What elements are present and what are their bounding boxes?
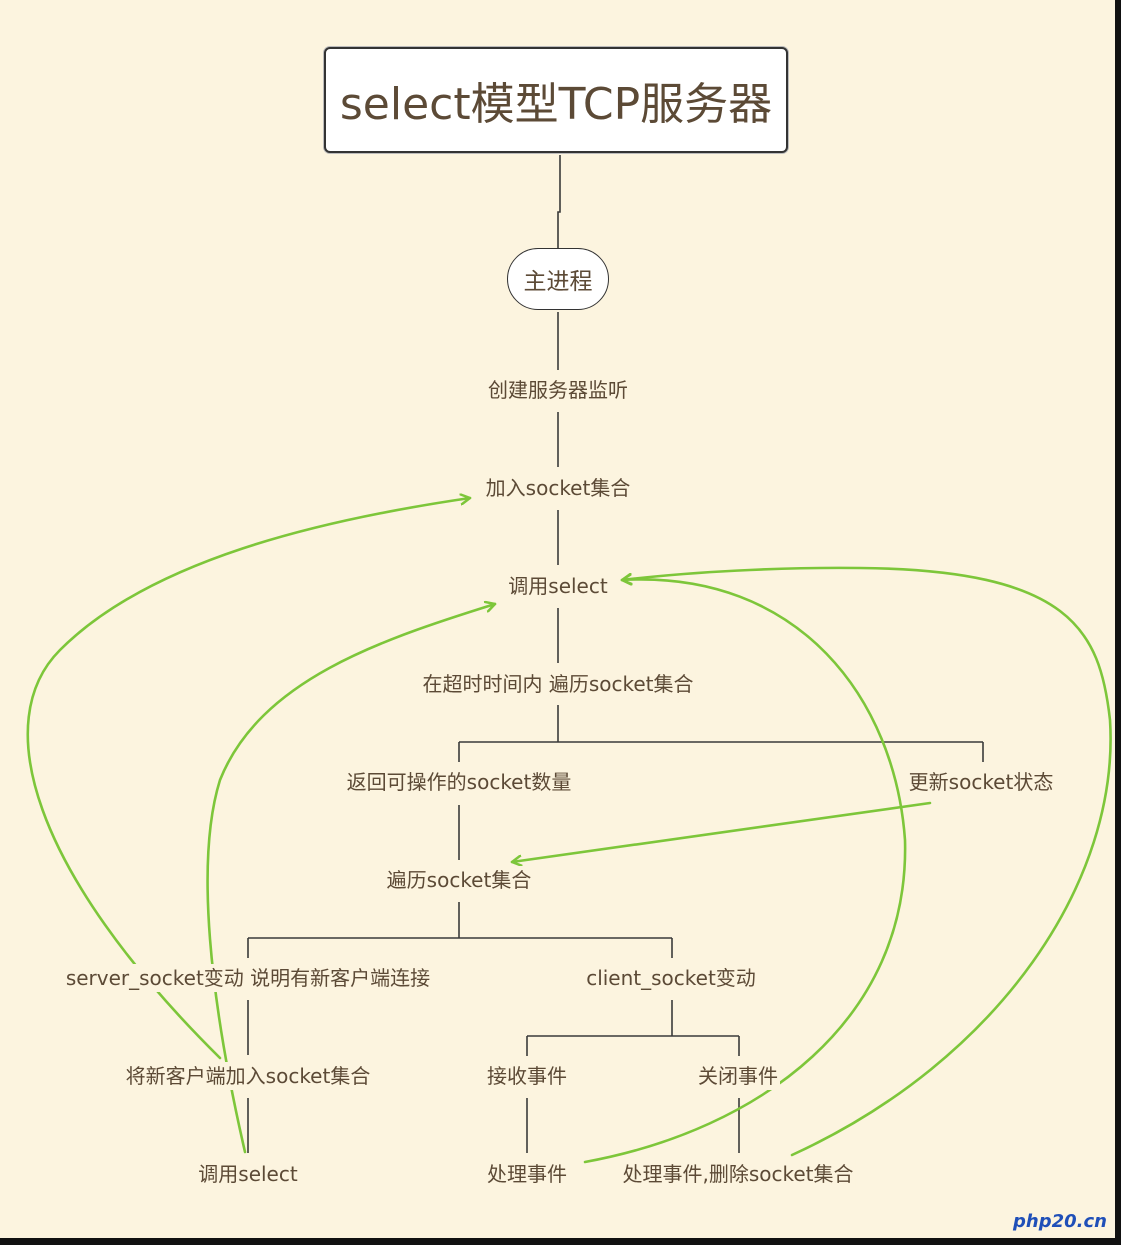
arrow-to-traverse-set	[510, 801, 932, 862]
node-traverse-timeout[interactable]: 在超时时间内 遍历socket集合	[420, 670, 696, 698]
main-process-node[interactable]: 主进程	[507, 248, 609, 310]
tree-lines	[247, 155, 984, 1153]
node-server-socket-change[interactable]: server_socket变动 说明有新客户端连接	[63, 964, 433, 992]
arrow-to-call-select-a	[206, 604, 497, 1154]
root-topic[interactable]: select模型TCP服务器	[324, 47, 788, 153]
node-handle-event[interactable]: 处理事件	[485, 1160, 569, 1188]
watermark: php20.cn	[1013, 1211, 1107, 1232]
arrow-to-add-set	[26, 498, 472, 1060]
frame-edge-bottom	[0, 1238, 1121, 1245]
node-add-socket-set[interactable]: 加入socket集合	[483, 474, 633, 502]
node-close-event[interactable]: 关闭事件	[696, 1062, 780, 1090]
node-recv-event[interactable]: 接收事件	[485, 1062, 569, 1090]
node-create-listen[interactable]: 创建服务器监听	[486, 376, 630, 404]
node-call-select-2[interactable]: 调用select	[196, 1160, 300, 1188]
arrow-to-call-select-b	[583, 579, 907, 1164]
arrow-to-call-select-c	[620, 566, 1112, 1157]
node-return-count[interactable]: 返回可操作的socket数量	[344, 768, 574, 796]
relation-arrows	[26, 498, 1112, 1164]
root-title: select模型TCP服务器	[339, 79, 773, 130]
node-call-select[interactable]: 调用select	[506, 572, 610, 600]
node-add-new-client[interactable]: 将新客户端加入socket集合	[123, 1062, 373, 1090]
main-process-label: 主进程	[523, 269, 593, 295]
root-connector	[557, 155, 561, 248]
frame-edge-right	[1115, 0, 1121, 1245]
node-traverse-set[interactable]: 遍历socket集合	[384, 866, 534, 894]
node-client-socket-change[interactable]: client_socket变动	[584, 964, 758, 992]
node-handle-remove[interactable]: 处理事件,删除socket集合	[620, 1160, 856, 1188]
node-update-state[interactable]: 更新socket状态	[906, 768, 1056, 796]
